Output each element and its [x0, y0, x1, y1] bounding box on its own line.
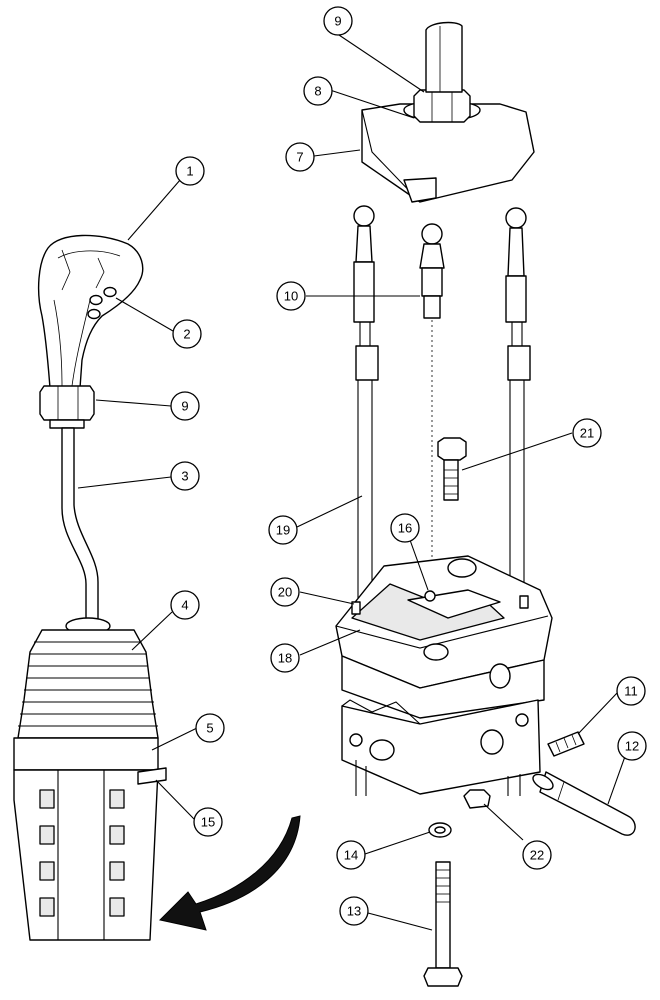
pin-12 — [532, 771, 636, 836]
washer-14 — [428, 822, 452, 838]
callout-9-top-label: 9 — [334, 14, 341, 29]
handle-buttons — [87, 286, 117, 320]
callout-5-label: 5 — [206, 721, 213, 736]
left-cable — [353, 205, 379, 612]
spring-11 — [547, 731, 585, 757]
callout-19: 19 — [268, 515, 298, 545]
callout-18: 18 — [270, 643, 300, 673]
callout-22-label: 22 — [530, 848, 544, 863]
top-shaft — [425, 21, 463, 93]
callout-16-label: 16 — [398, 521, 412, 536]
callout-14-label: 14 — [344, 848, 358, 863]
callout-10: 10 — [276, 281, 306, 311]
callout-5: 5 — [195, 713, 225, 743]
callout-21-label: 21 — [580, 426, 594, 441]
valve-body — [335, 555, 553, 796]
callout-3: 3 — [170, 461, 200, 491]
callout-19-label: 19 — [276, 523, 290, 538]
callout-8-label: 8 — [314, 84, 321, 99]
callout-7: 7 — [285, 142, 315, 172]
callout-16: 16 — [390, 513, 420, 543]
bolt-21 — [437, 437, 467, 501]
nut-22 — [463, 789, 491, 809]
callout-14: 14 — [336, 840, 366, 870]
callout-9-handle-label: 9 — [181, 399, 188, 414]
callout-15-label: 15 — [201, 815, 215, 830]
callout-20-label: 20 — [278, 585, 292, 600]
callout-1-label: 1 — [186, 164, 193, 179]
callout-22: 22 — [522, 840, 552, 870]
callout-4: 4 — [170, 590, 200, 620]
callout-8: 8 — [303, 76, 333, 106]
callout-11: 11 — [616, 676, 646, 706]
callout-2: 2 — [172, 319, 202, 349]
callout-12: 12 — [617, 731, 647, 761]
callout-13: 13 — [339, 896, 369, 926]
middle-plunger — [419, 223, 445, 590]
right-cable — [505, 207, 531, 610]
callout-15: 15 — [193, 807, 223, 837]
callout-18-label: 18 — [278, 651, 292, 666]
lever-rod — [61, 427, 99, 621]
callout-1: 1 — [175, 156, 205, 186]
callout-10-label: 10 — [284, 289, 298, 304]
callout-13-label: 13 — [347, 904, 361, 919]
bolt-13 — [423, 861, 463, 987]
rotation-arrow — [158, 815, 301, 931]
callout-7-label: 7 — [296, 150, 303, 165]
callout-21: 21 — [572, 418, 602, 448]
callout-11-label: 11 — [624, 684, 638, 699]
callout-9-handle: 9 — [170, 391, 200, 421]
boot-and-base — [13, 617, 167, 941]
leader-lines — [77, 32, 629, 931]
top-nut — [413, 89, 471, 123]
callout-20: 20 — [270, 577, 300, 607]
callout-2-label: 2 — [183, 327, 190, 342]
callout-3-label: 3 — [181, 469, 188, 484]
handle-nut — [39, 385, 95, 429]
callout-9-top: 9 — [323, 6, 353, 36]
callout-12-label: 12 — [625, 739, 639, 754]
callout-4-label: 4 — [181, 598, 188, 613]
